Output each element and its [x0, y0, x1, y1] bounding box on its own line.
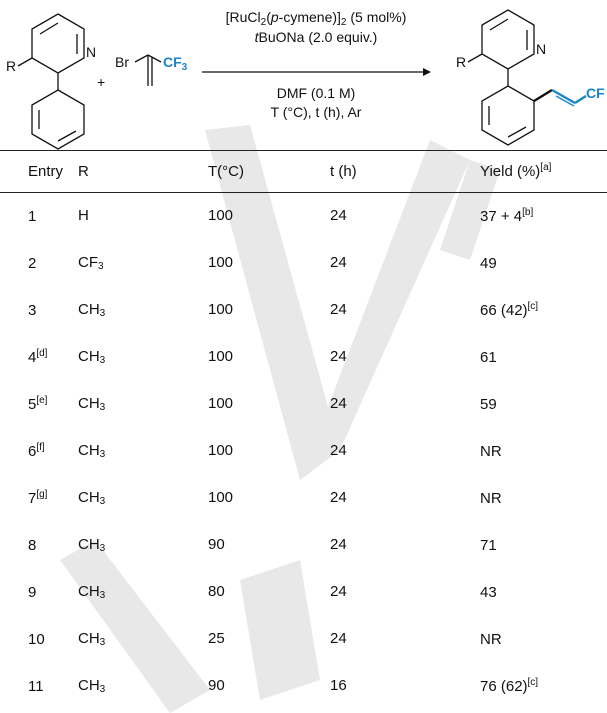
- catalyst-text: [RuCl2(p-cymene)]2 (5 mol%): [226, 9, 407, 28]
- cell-r: CH3: [78, 582, 106, 601]
- cell-yield: 71: [480, 536, 497, 554]
- bromide-structure: [134, 54, 162, 86]
- table-top-rule: [0, 150, 607, 151]
- cell-time: 24: [330, 207, 347, 224]
- cell-entry: 1: [28, 207, 37, 225]
- bromide-br-label: Br: [115, 54, 129, 70]
- cell-r: CH3: [78, 488, 106, 507]
- cell-r: CH3: [78, 441, 106, 460]
- reactant-n-label: N: [86, 44, 96, 60]
- table-row: 11 CH3 90 16 76 (62)[c]: [0, 662, 607, 709]
- cell-yield: 49: [480, 254, 497, 272]
- cell-time: 24: [330, 442, 347, 459]
- base-text: tBuONa (2.0 equiv.): [255, 29, 378, 45]
- cell-temperature: 90: [208, 536, 225, 553]
- cell-r: CH3: [78, 300, 106, 319]
- cell-entry: 5[e]: [28, 394, 48, 413]
- cell-yield: 59: [480, 395, 497, 413]
- cell-yield: 61: [480, 348, 497, 366]
- conditions-text: T (°C), t (h), Ar: [271, 104, 362, 120]
- product-r-label: R: [456, 54, 466, 70]
- table-header-row: Entry R T(°C) t (h) Yield (%)[a]: [0, 150, 607, 192]
- product-structure: [467, 9, 535, 146]
- cell-temperature: 90: [208, 677, 225, 694]
- cell-temperature: 100: [208, 207, 234, 224]
- cell-yield: 66 (42)[c]: [480, 300, 539, 319]
- cell-time: 24: [330, 583, 347, 600]
- cell-r: CH3: [78, 676, 106, 695]
- product-n-label: N: [536, 41, 546, 57]
- cell-temperature: 100: [208, 348, 234, 365]
- cell-temperature: 80: [208, 583, 225, 600]
- header-r: R: [78, 162, 89, 180]
- cell-entry: 3: [28, 301, 37, 319]
- cell-entry: 6[f]: [28, 441, 45, 460]
- table-header-rule: [0, 192, 607, 193]
- cell-time: 24: [330, 348, 347, 365]
- cell-time: 24: [330, 254, 347, 271]
- cell-r: CH3: [78, 535, 106, 554]
- cell-time: 24: [330, 630, 347, 647]
- cell-yield: NR: [480, 489, 502, 507]
- cell-temperature: 100: [208, 395, 234, 412]
- cell-yield: 43: [480, 583, 497, 601]
- cell-entry: 9: [28, 583, 37, 601]
- table-row: 6[f] CH3 100 24 NR: [0, 427, 607, 474]
- cell-entry: 4[d]: [28, 347, 48, 366]
- cell-temperature: 100: [208, 489, 234, 506]
- product-alkene-chain: [533, 88, 587, 107]
- cell-r: CF3: [78, 253, 104, 272]
- table-row: 4[d] CH3 100 24 61: [0, 333, 607, 380]
- table-row: 7[g] CH3 100 24 NR: [0, 474, 607, 521]
- cell-r: CH3: [78, 629, 106, 648]
- table-row: 5[e] CH3 100 24 59: [0, 380, 607, 427]
- cell-r: CH3: [78, 347, 106, 366]
- cell-time: 16: [330, 677, 347, 694]
- cell-entry: 10: [28, 630, 45, 648]
- plus-sign: +: [97, 74, 105, 90]
- cell-entry: 2: [28, 254, 37, 272]
- cell-time: 24: [330, 395, 347, 412]
- header-entry: Entry: [28, 162, 64, 180]
- header-yield: Yield (%)[a]: [480, 162, 552, 180]
- cell-temperature: 100: [208, 442, 234, 459]
- cell-yield: 37 + 4[b]: [480, 206, 534, 225]
- solvent-text: DMF (0.1 M): [277, 85, 356, 101]
- table-row: 2 CF3 100 24 49: [0, 239, 607, 286]
- cell-entry: 11: [28, 677, 44, 695]
- cell-r: H: [78, 206, 89, 224]
- product-cf-label: CF: [586, 85, 605, 101]
- arrow-head-icon: [423, 68, 431, 76]
- table-row: 9 CH3 80 24 43: [0, 568, 607, 615]
- reactant-r-label: R: [6, 58, 16, 74]
- cell-temperature: 25: [208, 630, 225, 647]
- cell-time: 24: [330, 301, 347, 318]
- cell-time: 24: [330, 536, 347, 553]
- reaction-scheme: R N + Br CF3 [RuCl2(p-cymene)]2 (5 mol%)…: [6, 9, 605, 150]
- header-temperature: T(°C): [208, 162, 244, 180]
- cell-yield: 76 (62)[c]: [480, 676, 539, 695]
- reactant-structure: [17, 13, 85, 150]
- table-row: 8 CH3 90 24 71: [0, 521, 607, 568]
- cell-yield: NR: [480, 442, 502, 460]
- bromide-cf3-label: CF3: [163, 54, 188, 73]
- cell-entry: 8: [28, 536, 37, 554]
- cell-temperature: 100: [208, 301, 234, 318]
- table-row: 1 H 100 24 37 + 4[b]: [0, 192, 607, 239]
- cell-time: 24: [330, 489, 347, 506]
- cell-yield: NR: [480, 630, 502, 648]
- cell-temperature: 100: [208, 254, 234, 271]
- cell-entry: 7[g]: [28, 488, 48, 507]
- cell-r: CH3: [78, 394, 106, 413]
- table-row: 10 CH3 25 24 NR: [0, 615, 607, 662]
- table-row: 3 CH3 100 24 66 (42)[c]: [0, 286, 607, 333]
- header-time: t (h): [330, 162, 357, 180]
